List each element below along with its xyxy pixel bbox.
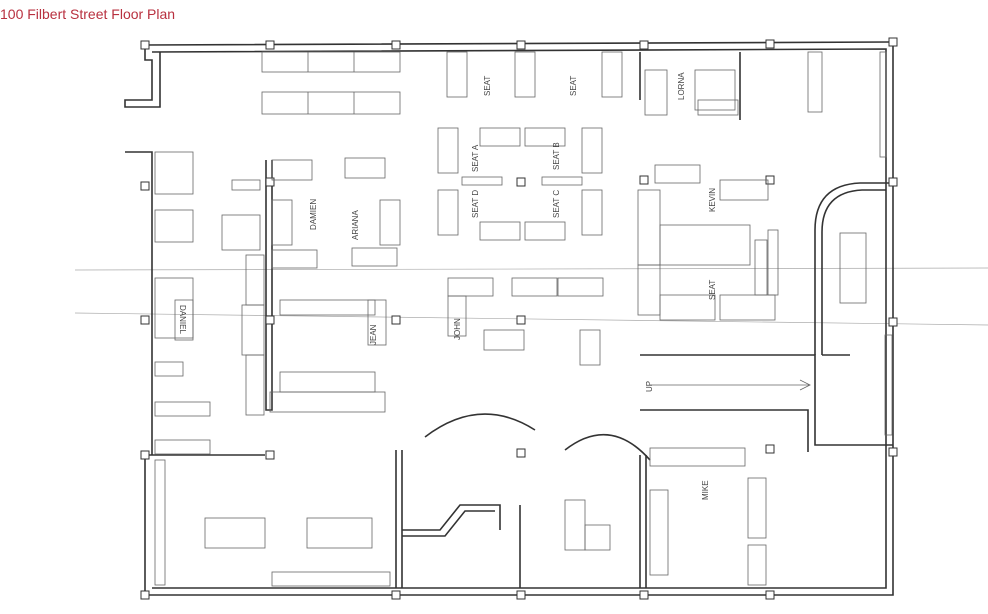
label-seat: SEAT <box>708 280 717 300</box>
label-ariana: ARIANA <box>351 210 360 240</box>
label-daniel: DANIEL <box>178 305 187 334</box>
label-jean: JEAN <box>369 324 378 345</box>
label-up: UP <box>645 381 654 392</box>
label-seat-b: SEAT B <box>552 142 561 170</box>
label-seat-d: SEAT D <box>471 190 480 218</box>
page-title: 100 Filbert Street Floor Plan <box>0 6 176 22</box>
label-seat: SEAT <box>569 76 578 96</box>
columns <box>140 37 898 600</box>
label-john: JOHN <box>453 318 462 340</box>
label-seat-a: SEAT A <box>471 144 480 172</box>
label-seat: SEAT <box>483 76 492 96</box>
seat-labels: SEAT SEAT LORNA SEAT A SEAT B SEAT D SEA… <box>178 72 717 500</box>
label-seat-c: SEAT C <box>552 190 561 218</box>
label-kevin: KEVIN <box>708 188 717 212</box>
label-lorna: LORNA <box>677 72 686 100</box>
interior-walls <box>265 52 893 588</box>
furniture <box>154 51 893 587</box>
label-mike: MIKE <box>701 480 710 500</box>
label-damien: DAMIEN <box>309 199 318 230</box>
